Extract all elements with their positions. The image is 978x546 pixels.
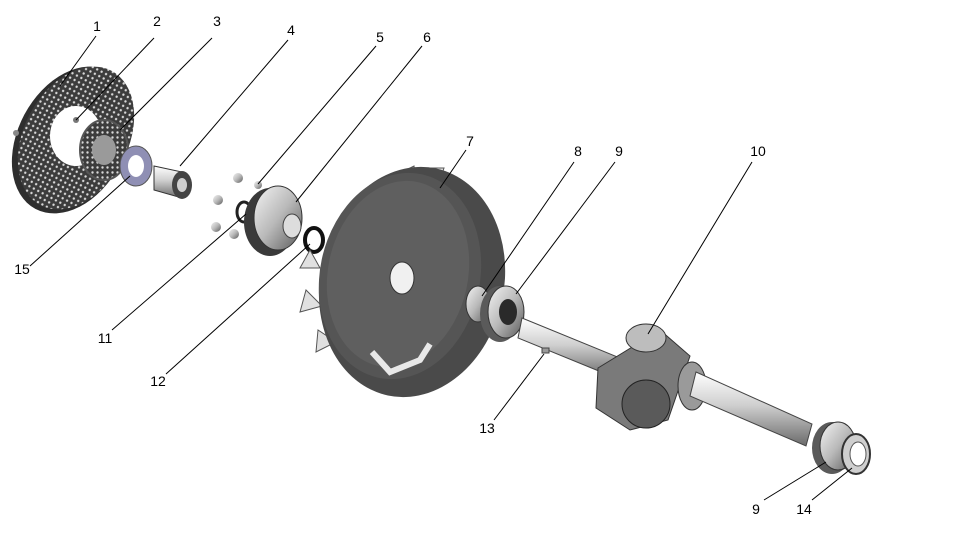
leader-line (811, 467, 853, 501)
callout-label: 9 (752, 501, 760, 517)
leader-line (179, 39, 289, 167)
callout-label: 9 (615, 143, 623, 159)
end-seal (841, 433, 871, 475)
spline-hub (153, 165, 192, 199)
leader-line (515, 161, 616, 295)
callout-label: 4 (287, 22, 295, 38)
flywheel-fan (299, 165, 506, 398)
leader-line (493, 353, 545, 421)
callout-label: 15 (14, 261, 30, 277)
callout-label: 6 (423, 29, 431, 45)
leader-line (763, 461, 827, 501)
leader-line (75, 37, 155, 121)
crankshaft (517, 317, 813, 447)
leader-line (119, 37, 213, 131)
callout-label: 13 (479, 420, 495, 436)
drive-pulley (244, 185, 303, 256)
leader-line (111, 213, 247, 331)
bearing-upper (480, 285, 525, 342)
leader-line (295, 45, 423, 203)
callout-label: 11 (98, 330, 113, 346)
callout-label: 1 (93, 18, 101, 34)
leader-line (647, 161, 753, 335)
callout-label: 8 (574, 143, 582, 159)
perforated-screen-disc (11, 66, 135, 214)
leader-line (59, 35, 97, 87)
ring (303, 226, 325, 254)
washer (119, 145, 153, 187)
callout-label: 7 (466, 133, 474, 149)
callout-label: 14 (796, 501, 812, 517)
leader-lines (29, 35, 853, 501)
leader-line (29, 175, 131, 267)
callout-label: 5 (376, 29, 384, 45)
leader-line (481, 161, 575, 297)
callout-label: 3 (213, 13, 221, 29)
leader-line (439, 149, 467, 189)
leader-line (165, 243, 311, 375)
leader-line (257, 45, 377, 185)
callout-label: 12 (150, 373, 166, 389)
key (541, 347, 550, 354)
callout-label: 2 (153, 13, 161, 29)
balls (211, 173, 262, 239)
callout-label: 10 (750, 143, 766, 159)
